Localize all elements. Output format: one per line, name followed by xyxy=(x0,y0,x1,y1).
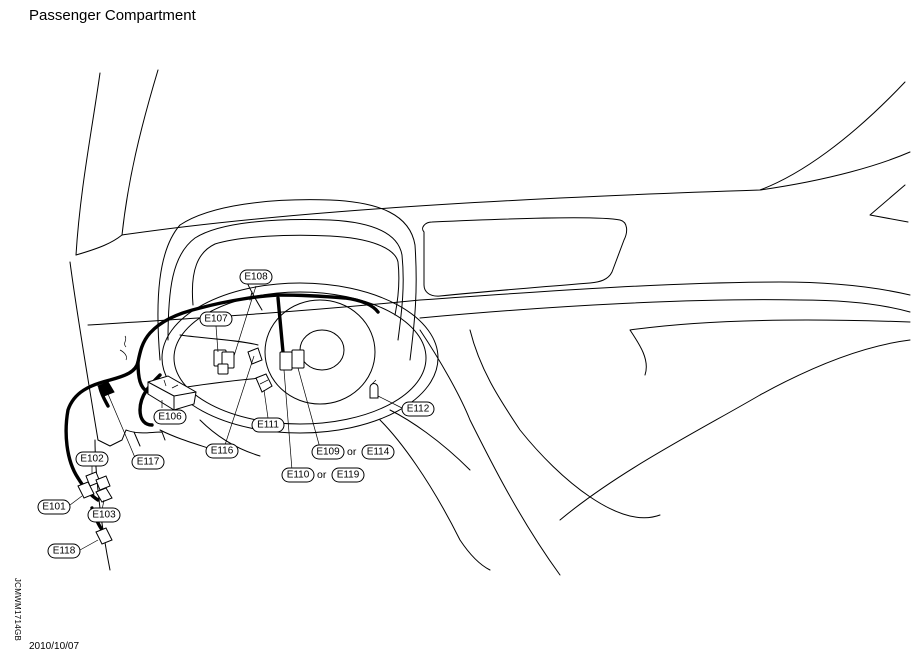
date-stamp: 2010/10/07 xyxy=(29,641,80,652)
leader-lines xyxy=(69,285,403,551)
svg-text:E111: E111 xyxy=(257,420,279,431)
label-e102: E102 xyxy=(75,451,109,467)
steering-wheel-center xyxy=(299,329,345,371)
label-e103: E103 xyxy=(87,507,121,523)
connector-e111 xyxy=(255,373,273,393)
cluster-face xyxy=(191,234,400,316)
label-e111: E111 xyxy=(251,417,285,433)
label-e116: E116 xyxy=(205,443,239,459)
svg-text:E109: E109 xyxy=(316,447,340,458)
svg-text:E119: E119 xyxy=(337,470,360,481)
a-pillar-outline xyxy=(75,69,159,256)
svg-text:E112: E112 xyxy=(407,404,430,415)
connector-e116 xyxy=(247,347,263,365)
svg-text:E101: E101 xyxy=(42,502,66,513)
label-e118: E118 xyxy=(47,543,81,559)
label-e119: E119 xyxy=(331,467,365,483)
svg-text:E114: E114 xyxy=(367,447,390,458)
label-e110: E110 xyxy=(281,467,315,483)
svg-text:E108: E108 xyxy=(244,272,268,283)
wiring-harness-upper xyxy=(276,293,380,314)
svg-text:E110: E110 xyxy=(287,470,310,481)
or-text-e110-e119: or xyxy=(317,469,327,481)
connector-e109 xyxy=(291,349,305,369)
glove-box-outline xyxy=(422,217,628,297)
svg-text:E103: E103 xyxy=(92,510,116,521)
page-title: Passenger Compartment xyxy=(29,7,196,24)
label-e114: E114 xyxy=(361,444,395,460)
label-e108: E108 xyxy=(239,269,273,285)
dash-top-rear xyxy=(759,151,911,223)
steering-wheel-rim-outer xyxy=(161,282,439,434)
connector-e101 xyxy=(77,481,95,499)
connector-e106 xyxy=(147,375,197,411)
svg-text:E117: E117 xyxy=(137,457,160,468)
center-console-outline xyxy=(419,329,661,576)
connector-e110 xyxy=(279,351,293,371)
steering-wheel-hub xyxy=(264,299,376,405)
label-e109: E109 xyxy=(311,444,345,460)
left-kick-panel xyxy=(69,261,166,571)
svg-text:E116: E116 xyxy=(211,446,234,457)
connector-e112 xyxy=(369,379,379,399)
connector-e102 xyxy=(85,471,111,491)
label-e106: E106 xyxy=(153,409,187,425)
clip-squiggle xyxy=(119,335,127,361)
dash-lower-line xyxy=(419,299,911,319)
svg-text:E102: E102 xyxy=(80,454,104,465)
lower-panel-outline xyxy=(559,319,911,521)
wiring-harness-center-drop xyxy=(276,296,285,354)
svg-text:E106: E106 xyxy=(158,412,182,423)
cluster-hood-inner xyxy=(167,219,404,341)
label-e112: E112 xyxy=(401,401,435,417)
steering-column-lower xyxy=(159,409,491,571)
dash-top-outline xyxy=(75,81,906,256)
or-text-e109-e114: or xyxy=(347,446,357,458)
label-e107: E107 xyxy=(199,311,233,327)
connector-e107 xyxy=(213,349,235,375)
label-e117: E117 xyxy=(131,454,165,470)
cluster-hood-outer xyxy=(157,199,417,361)
wiring-harness-main xyxy=(64,293,280,502)
svg-text:E107: E107 xyxy=(204,314,228,325)
svg-text:E118: E118 xyxy=(53,546,76,557)
steering-wheel-rim-inner xyxy=(173,291,427,425)
connector-e103 xyxy=(95,487,113,503)
connector-e117 xyxy=(97,381,115,397)
label-e101: E101 xyxy=(37,499,71,515)
